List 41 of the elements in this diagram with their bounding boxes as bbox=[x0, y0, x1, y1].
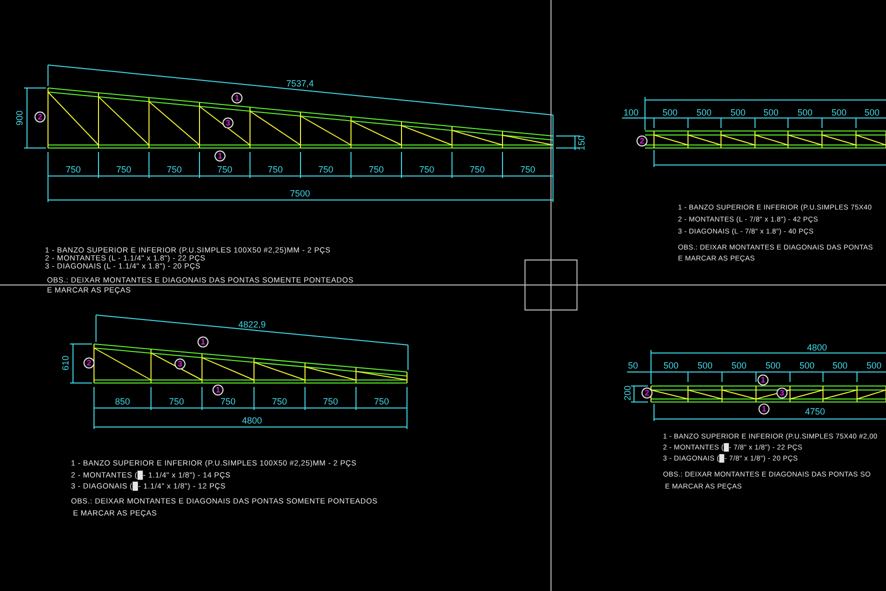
dimension-text: 4750 bbox=[804, 408, 826, 416]
dimension-text: 4822,9 bbox=[238, 320, 266, 330]
dimension-text: 500 bbox=[696, 108, 712, 118]
dimension-text: 750 bbox=[272, 398, 288, 406]
dimension-text: 750 bbox=[419, 166, 434, 174]
dimension-text: 4800 bbox=[242, 416, 262, 426]
dimension-text: 750 bbox=[368, 166, 384, 174]
dimension-text: 500 bbox=[763, 108, 779, 118]
dimension-text: 100 bbox=[623, 108, 639, 118]
dimension-text: 7500 bbox=[290, 190, 310, 198]
dimension-text: 750 bbox=[318, 166, 334, 174]
dimension-text: 500 bbox=[730, 108, 746, 118]
dimension-text: 750 bbox=[66, 166, 81, 174]
dimension-text: 750 bbox=[116, 166, 132, 174]
dimension-text: 750 bbox=[374, 398, 390, 406]
dimension-text: 7537,4 bbox=[286, 80, 314, 88]
dimension-text: 500 bbox=[866, 362, 882, 370]
dimension-text: 500 bbox=[831, 108, 847, 118]
dimension-text: 500 bbox=[662, 108, 678, 118]
dimension-text: 750 bbox=[322, 398, 338, 406]
dimension-text: 900 bbox=[16, 110, 24, 126]
dimension-text: 750 bbox=[470, 166, 485, 174]
dimension-text: 200 bbox=[624, 385, 632, 401]
dimension-text: 750 bbox=[520, 166, 536, 174]
dimension-text: 850 bbox=[114, 398, 130, 406]
dimension-text: 500 bbox=[797, 108, 813, 118]
dimension-text: 750 bbox=[166, 166, 182, 174]
dimension-text: 500 bbox=[864, 108, 880, 118]
dimension-text: 500 bbox=[663, 362, 679, 370]
dimension-text: 750 bbox=[217, 166, 232, 174]
dimension-text: 750 bbox=[268, 166, 283, 174]
dimension-text: 500 bbox=[799, 362, 815, 370]
dimension-text: 4800 bbox=[806, 344, 828, 352]
dimension-text: 500 bbox=[697, 362, 713, 370]
dimension-text: 750 bbox=[168, 398, 184, 406]
dimension-text: 750 bbox=[220, 398, 236, 406]
dimension-text: 500 bbox=[731, 362, 747, 370]
dimension-text: 50 bbox=[628, 362, 638, 370]
dimension-text: 500 bbox=[765, 362, 781, 370]
dimension-text: 610 bbox=[62, 355, 70, 371]
dimension-text: 500 bbox=[832, 362, 848, 370]
